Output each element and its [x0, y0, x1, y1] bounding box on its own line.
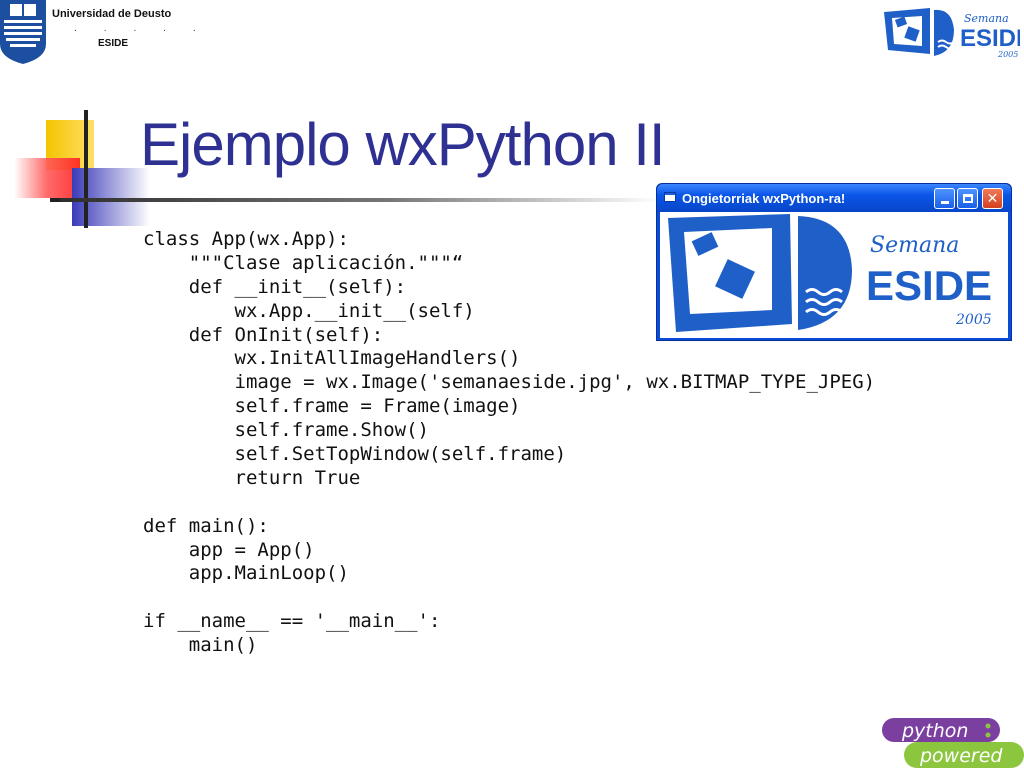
logo-semana-text: Semana: [964, 12, 1009, 25]
code-line: def __init__(self):: [143, 275, 407, 298]
wx-frame-window[interactable]: Ongietorriak wxPython-ra! ✕ Semana ESIDE…: [656, 183, 1012, 341]
code-line: """Clase aplicación."""“: [143, 251, 464, 274]
code-line: class App(wx.App):: [143, 228, 349, 250]
window-titlebar[interactable]: Ongietorriak wxPython-ra! ✕: [657, 184, 1011, 212]
logo-year-text: 2005: [997, 50, 1018, 59]
slide-title: Ejemplo wxPython II: [140, 111, 666, 178]
window-title: Ongietorriak wxPython-ra!: [682, 191, 846, 206]
code-line: wx.App.__init__(self): [143, 299, 475, 322]
window-semana-text: Semana: [870, 233, 959, 258]
minimize-button[interactable]: [934, 188, 955, 209]
code-line: app.MainLoop(): [143, 562, 349, 585]
code-line: return True: [143, 466, 361, 489]
badge-powered-text: powered: [919, 745, 1003, 767]
window-year-text: 2005: [955, 312, 992, 328]
code-line: if __name__ == '__main__':: [143, 610, 441, 633]
code-line: [143, 491, 875, 515]
deusto-crest-icon: [0, 0, 46, 64]
semana-eside-image: Semana ESIDE 2005: [668, 214, 992, 332]
window-app-icon[interactable]: [664, 192, 676, 202]
decorative-squares-icon: [14, 110, 150, 228]
faculty-name: ESIDE: [98, 38, 129, 49]
code-line: self.frame = Frame(image): [143, 395, 521, 418]
maximize-icon: [962, 194, 973, 203]
code-line: self.frame.Show(): [143, 419, 429, 442]
close-icon: ✕: [986, 190, 999, 207]
code-line: main(): [143, 634, 258, 657]
code-line: app = App(): [143, 538, 315, 561]
code-line: self.SetTopWindow(self.frame): [143, 443, 567, 466]
title-divider: [60, 198, 660, 202]
window-client-area: Semana ESIDE 2005: [660, 212, 1008, 338]
window-eside-text: ESIDE: [866, 262, 992, 309]
university-dots: . . . . .: [74, 24, 208, 34]
semana-eside-logo-icon: Semana ESIDE 2005: [884, 8, 1020, 59]
maximize-button[interactable]: [957, 188, 978, 209]
code-line: def main():: [143, 514, 269, 537]
close-button[interactable]: ✕: [982, 188, 1003, 209]
python-powered-badge-icon: python powered: [882, 718, 1024, 768]
university-name: Universidad de Deusto: [52, 8, 172, 20]
code-line: [143, 586, 875, 610]
badge-python-text: python: [901, 720, 968, 742]
logo-eside-text: ESIDE: [960, 25, 1020, 52]
code-block: class App(wx.App): """Clase aplicación."…: [143, 228, 875, 658]
code-line: wx.InitAllImageHandlers(): [143, 347, 521, 370]
code-line: def OnInit(self):: [143, 323, 384, 346]
minimize-icon: [940, 201, 949, 204]
code-line: image = wx.Image('semanaeside.jpg', wx.B…: [143, 371, 876, 394]
